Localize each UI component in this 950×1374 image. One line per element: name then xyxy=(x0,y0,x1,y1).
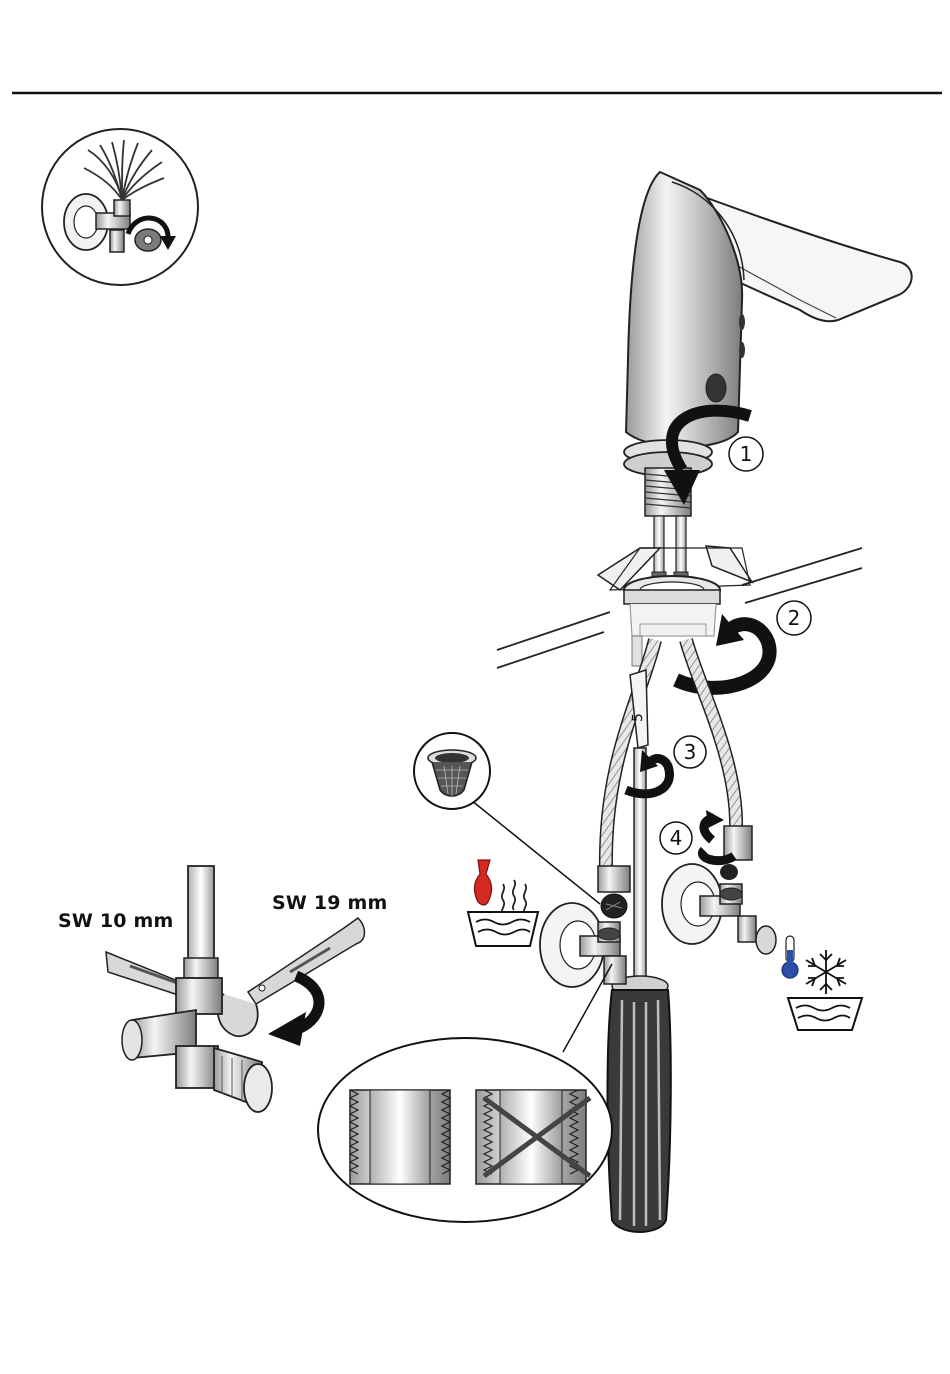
step-1-marker: 1 xyxy=(729,437,763,471)
svg-text:2: 2 xyxy=(788,606,801,630)
cold-water-icon xyxy=(782,936,862,1030)
tool-marking: 5 xyxy=(630,713,646,722)
faucet-body xyxy=(624,172,912,586)
right-angle-valve xyxy=(662,864,776,954)
mounting-plate xyxy=(598,546,752,666)
step-4-marker: 4 xyxy=(660,822,692,854)
rotate-arrow-3 xyxy=(626,750,669,794)
svg-text:3: 3 xyxy=(684,740,697,764)
svg-text:4: 4 xyxy=(670,826,683,850)
thread-wrong-icon xyxy=(476,1090,590,1184)
hot-water-icon xyxy=(468,860,538,946)
strainer-icon xyxy=(414,733,600,904)
svg-text:1: 1 xyxy=(740,442,753,466)
thread-detail xyxy=(318,964,612,1222)
left-angle-valve xyxy=(540,894,627,987)
flush-water-icon xyxy=(42,129,198,285)
wrench-small-label: SW 10 mm xyxy=(58,910,174,932)
step-3-marker: 3 xyxy=(674,736,706,768)
step-2-marker: 2 xyxy=(777,601,811,635)
wrench-large-label: SW 19 mm xyxy=(272,892,388,914)
thread-correct-icon xyxy=(350,1090,450,1184)
